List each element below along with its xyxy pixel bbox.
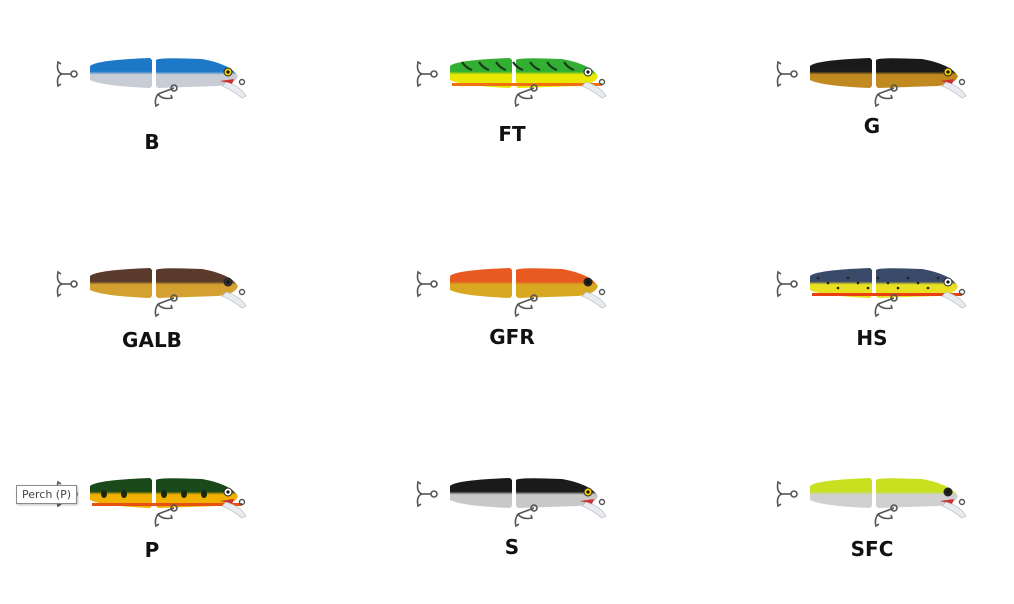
rear-body-segment <box>810 268 872 298</box>
belly-hook-icon <box>154 294 178 318</box>
lure-image-sfc[interactable] <box>762 468 982 538</box>
lure-image-b[interactable] <box>42 48 262 118</box>
lure-image-hs[interactable] <box>762 258 982 328</box>
front-body-segment <box>876 58 958 88</box>
lure-image-g[interactable] <box>762 48 982 118</box>
lure-cell-s[interactable]: S <box>402 468 622 598</box>
diving-lip <box>221 81 247 99</box>
belly-hook-icon <box>154 84 178 108</box>
belly-hook-icon <box>874 504 898 528</box>
rear-body-segment <box>90 268 152 298</box>
lure-label-g: G <box>863 114 881 138</box>
lure-cell-g[interactable]: G <box>762 48 982 178</box>
treble-hook-icon <box>776 60 798 88</box>
rear-body-segment <box>90 478 152 508</box>
belly-hook-icon <box>874 294 898 318</box>
front-body-segment <box>156 478 238 508</box>
treble-hook-icon <box>416 270 438 298</box>
front-body-segment <box>876 478 958 508</box>
lure-image-s[interactable] <box>402 468 622 538</box>
lure-label-ft: FT <box>498 122 526 146</box>
lure-image-ft[interactable] <box>402 48 622 118</box>
diving-lip <box>581 291 607 309</box>
lure-image-p[interactable] <box>42 468 262 538</box>
lure-label-s: S <box>504 535 520 559</box>
lure-label-sfc: SFC <box>850 537 894 561</box>
hover-tooltip: Perch (P) <box>16 485 78 504</box>
treble-hook-icon <box>56 270 78 298</box>
treble-hook-icon <box>776 270 798 298</box>
rear-body-segment <box>90 58 152 88</box>
rear-body-segment <box>450 478 512 508</box>
rear-body-segment <box>810 478 872 508</box>
treble-hook-icon <box>776 480 798 508</box>
diving-lip <box>221 291 247 309</box>
lure-cell-gfr[interactable]: GFR <box>402 258 622 388</box>
lure-image-gfr[interactable] <box>402 258 622 328</box>
rear-body-segment <box>810 58 872 88</box>
treble-hook-icon <box>416 60 438 88</box>
lure-label-gfr: GFR <box>489 325 535 349</box>
diving-lip <box>941 291 967 309</box>
front-body-segment <box>516 268 598 298</box>
diving-lip <box>221 501 247 519</box>
lure-label-b: B <box>144 130 160 154</box>
diving-lip <box>941 81 967 99</box>
front-body-segment <box>516 478 598 508</box>
front-body-segment <box>156 268 238 298</box>
lure-cell-hs[interactable]: HS <box>762 258 982 388</box>
lure-cell-ft[interactable]: FT <box>402 48 622 178</box>
lure-cell-b[interactable]: B <box>42 48 262 178</box>
lure-label-p: P <box>144 538 160 562</box>
belly-hook-icon <box>514 84 538 108</box>
rear-body-segment <box>450 268 512 298</box>
belly-hook-icon <box>154 504 178 528</box>
front-body-segment <box>156 58 238 88</box>
belly-hook-icon <box>514 294 538 318</box>
lure-cell-p[interactable]: P <box>42 468 262 598</box>
diving-lip <box>941 501 967 519</box>
lure-cell-galb[interactable]: GALB <box>42 258 262 388</box>
treble-hook-icon <box>56 60 78 88</box>
belly-hook-icon <box>874 84 898 108</box>
lure-label-galb: GALB <box>122 328 182 352</box>
lure-label-hs: HS <box>856 326 888 350</box>
diving-lip <box>581 81 607 99</box>
lure-image-galb[interactable] <box>42 258 262 328</box>
belly-hook-icon <box>514 504 538 528</box>
diving-lip <box>581 501 607 519</box>
treble-hook-icon <box>416 480 438 508</box>
front-body-segment <box>516 58 598 88</box>
lure-cell-sfc[interactable]: SFC <box>762 468 982 598</box>
